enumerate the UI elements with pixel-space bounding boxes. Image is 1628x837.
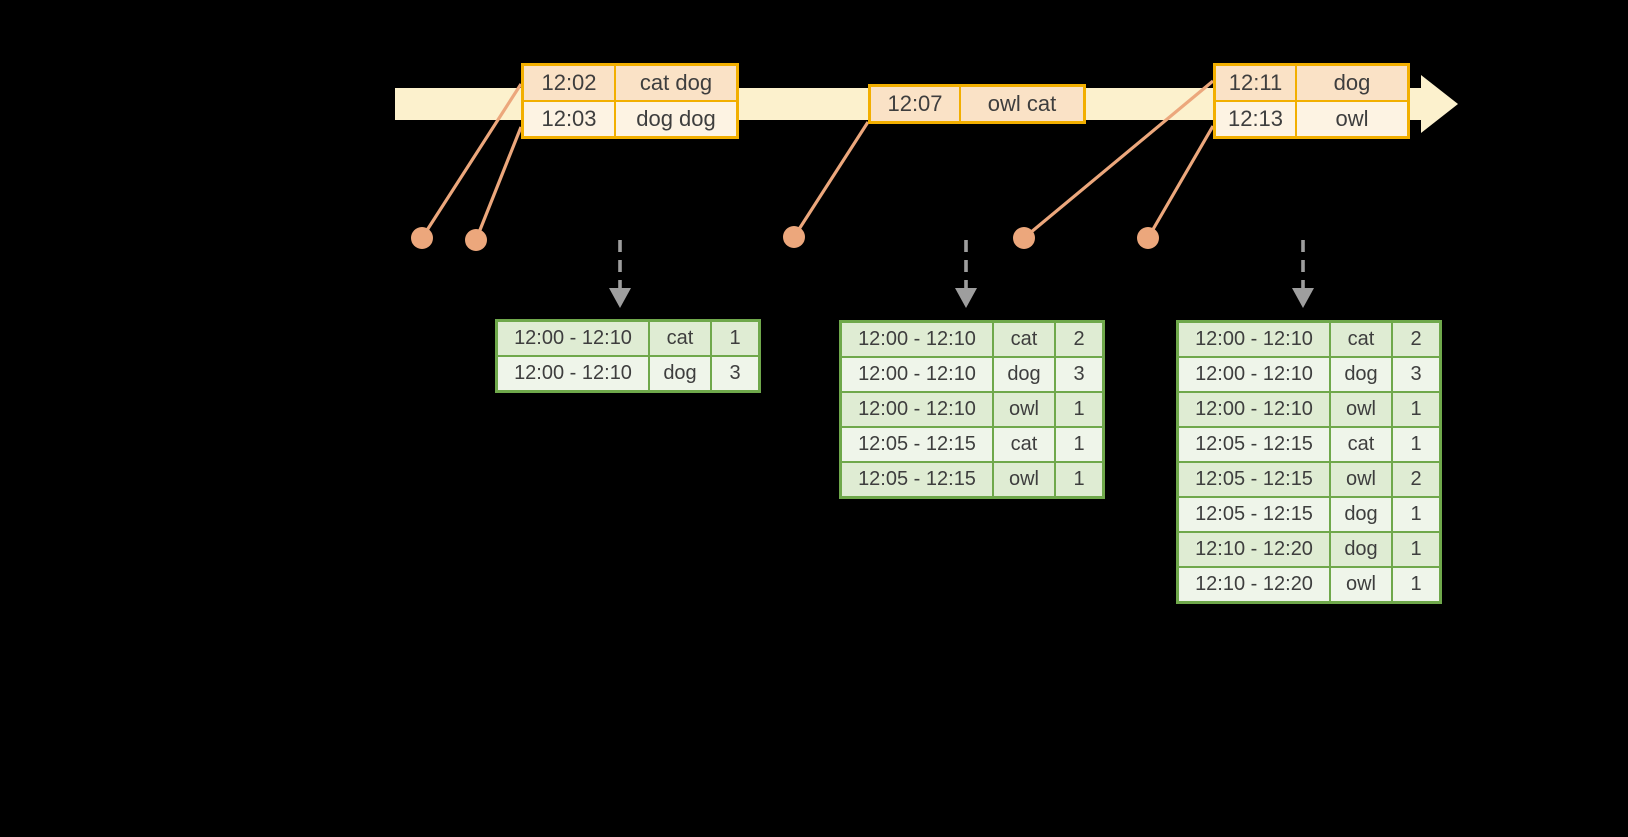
table-cell: dog [648,355,712,393]
table-cell: owl cat [959,84,1086,124]
table-cell: 12:00 - 12:10 [839,320,994,358]
table-cell: dog dog [614,100,739,139]
table-cell: 12:10 - 12:20 [1176,566,1331,604]
table-cell: dog [992,356,1056,393]
table-cell: 12:00 - 12:10 [495,355,650,393]
table-cell: 12:00 - 12:10 [839,356,994,393]
table-cell: 12:05 - 12:15 [839,461,994,499]
table-cell: 1 [1391,426,1442,463]
table-cell: dog [1295,63,1410,102]
event-dot [783,226,805,248]
timeline-arrowhead-icon [1421,75,1458,133]
table-cell: 12:02 [521,63,616,102]
table-cell: cat [648,319,712,357]
event-connector-line [474,126,523,241]
table-cell: owl [992,391,1056,428]
table-cell: 1 [710,319,761,357]
table-cell: 12:00 - 12:10 [1176,320,1331,358]
table-cell: 1 [1054,461,1105,499]
table-cell: 1 [1391,391,1442,428]
table-cell: 1 [1391,496,1442,533]
table-cell: 12:00 - 12:10 [1176,356,1331,393]
trigger-arrow-icon [609,240,631,308]
event-dot [1013,227,1035,249]
event-dot [465,229,487,251]
table-cell: 12:03 [521,100,616,139]
table-cell: cat [1329,426,1393,463]
table-cell: 12:13 [1213,100,1297,139]
table-cell: 2 [1391,461,1442,498]
table-cell: 1 [1391,566,1442,604]
trigger-arrow-icon [955,240,977,308]
table-cell: owl [1295,100,1410,139]
table-cell: cat [1329,320,1393,358]
table-cell: 3 [1391,356,1442,393]
table-cell: owl [1329,391,1393,428]
table-cell: 1 [1054,391,1105,428]
table-cell: 12:05 - 12:15 [1176,496,1331,533]
table-cell: dog [1329,356,1393,393]
table-cell: 12:05 - 12:15 [839,426,994,463]
table-cell: 12:05 - 12:15 [1176,426,1331,463]
table-cell: 12:10 - 12:20 [1176,531,1331,568]
table-cell: 12:05 - 12:15 [1176,461,1331,498]
trigger-arrow-icon [1292,240,1314,308]
table-cell: 12:00 - 12:10 [1176,391,1331,428]
table-cell: cat [992,320,1056,358]
table-cell: 2 [1054,320,1105,358]
table-cell: cat dog [614,63,739,102]
event-connector-line [1146,125,1215,239]
table-cell: 1 [1391,531,1442,568]
table-cell: 12:00 - 12:10 [495,319,650,357]
table-cell: 3 [710,355,761,393]
table-cell: owl [1329,566,1393,604]
table-cell: 3 [1054,356,1105,393]
table-cell: 12:07 [868,84,961,124]
table-cell: owl [992,461,1056,499]
table-cell: dog [1329,496,1393,533]
table-cell: cat [992,426,1056,463]
table-cell: 12:11 [1213,63,1297,102]
table-cell: 12:00 - 12:10 [839,391,994,428]
event-connector-line [792,121,870,238]
table-cell: owl [1329,461,1393,498]
table-cell: dog [1329,531,1393,568]
table-cell: 2 [1391,320,1442,358]
table-cell: 1 [1054,426,1105,463]
event-dot [411,227,433,249]
event-dot [1137,227,1159,249]
